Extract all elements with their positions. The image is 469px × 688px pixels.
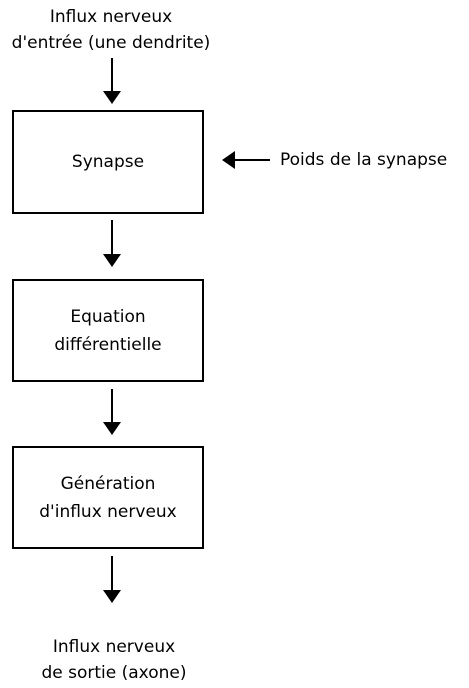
output-label: Influx nerveux de sortie (axone)	[10, 634, 218, 686]
output-label-line-1: Influx nerveux	[52, 637, 176, 657]
synapse-box: Synapse	[12, 110, 204, 214]
input-label-line-2: d'entrée (une dendrite)	[11, 33, 211, 53]
output-label-line-2: de sortie (axone)	[41, 663, 187, 683]
impulse-generation-box: Génération d'influx nerveux	[12, 446, 204, 549]
differential-equation-box-line-1: Equation	[70, 306, 146, 327]
arrow-generation-to-output	[103, 556, 121, 603]
differential-equation-box-line-2: différentielle	[54, 334, 162, 355]
arrow-equation-to-generation	[103, 389, 121, 435]
synapse-weight-label-text: Poids de la synapse	[280, 150, 448, 170]
synapse-box-label: Synapse	[71, 152, 145, 172]
arrow-weight-to-synapse	[222, 151, 270, 169]
arrow-synapse-to-equation	[103, 220, 121, 267]
arrow-input-to-synapse	[103, 58, 121, 104]
synapse-weight-label: Poids de la synapse	[280, 147, 447, 173]
impulse-generation-box-line-2: d'influx nerveux	[39, 501, 177, 522]
input-label: Influx nerveux d'entrée (une dendrite)	[2, 4, 220, 56]
impulse-generation-box-line-1: Génération	[60, 473, 156, 494]
input-label-line-1: Influx nerveux	[49, 7, 173, 27]
differential-equation-box: Equation différentielle	[12, 279, 204, 382]
